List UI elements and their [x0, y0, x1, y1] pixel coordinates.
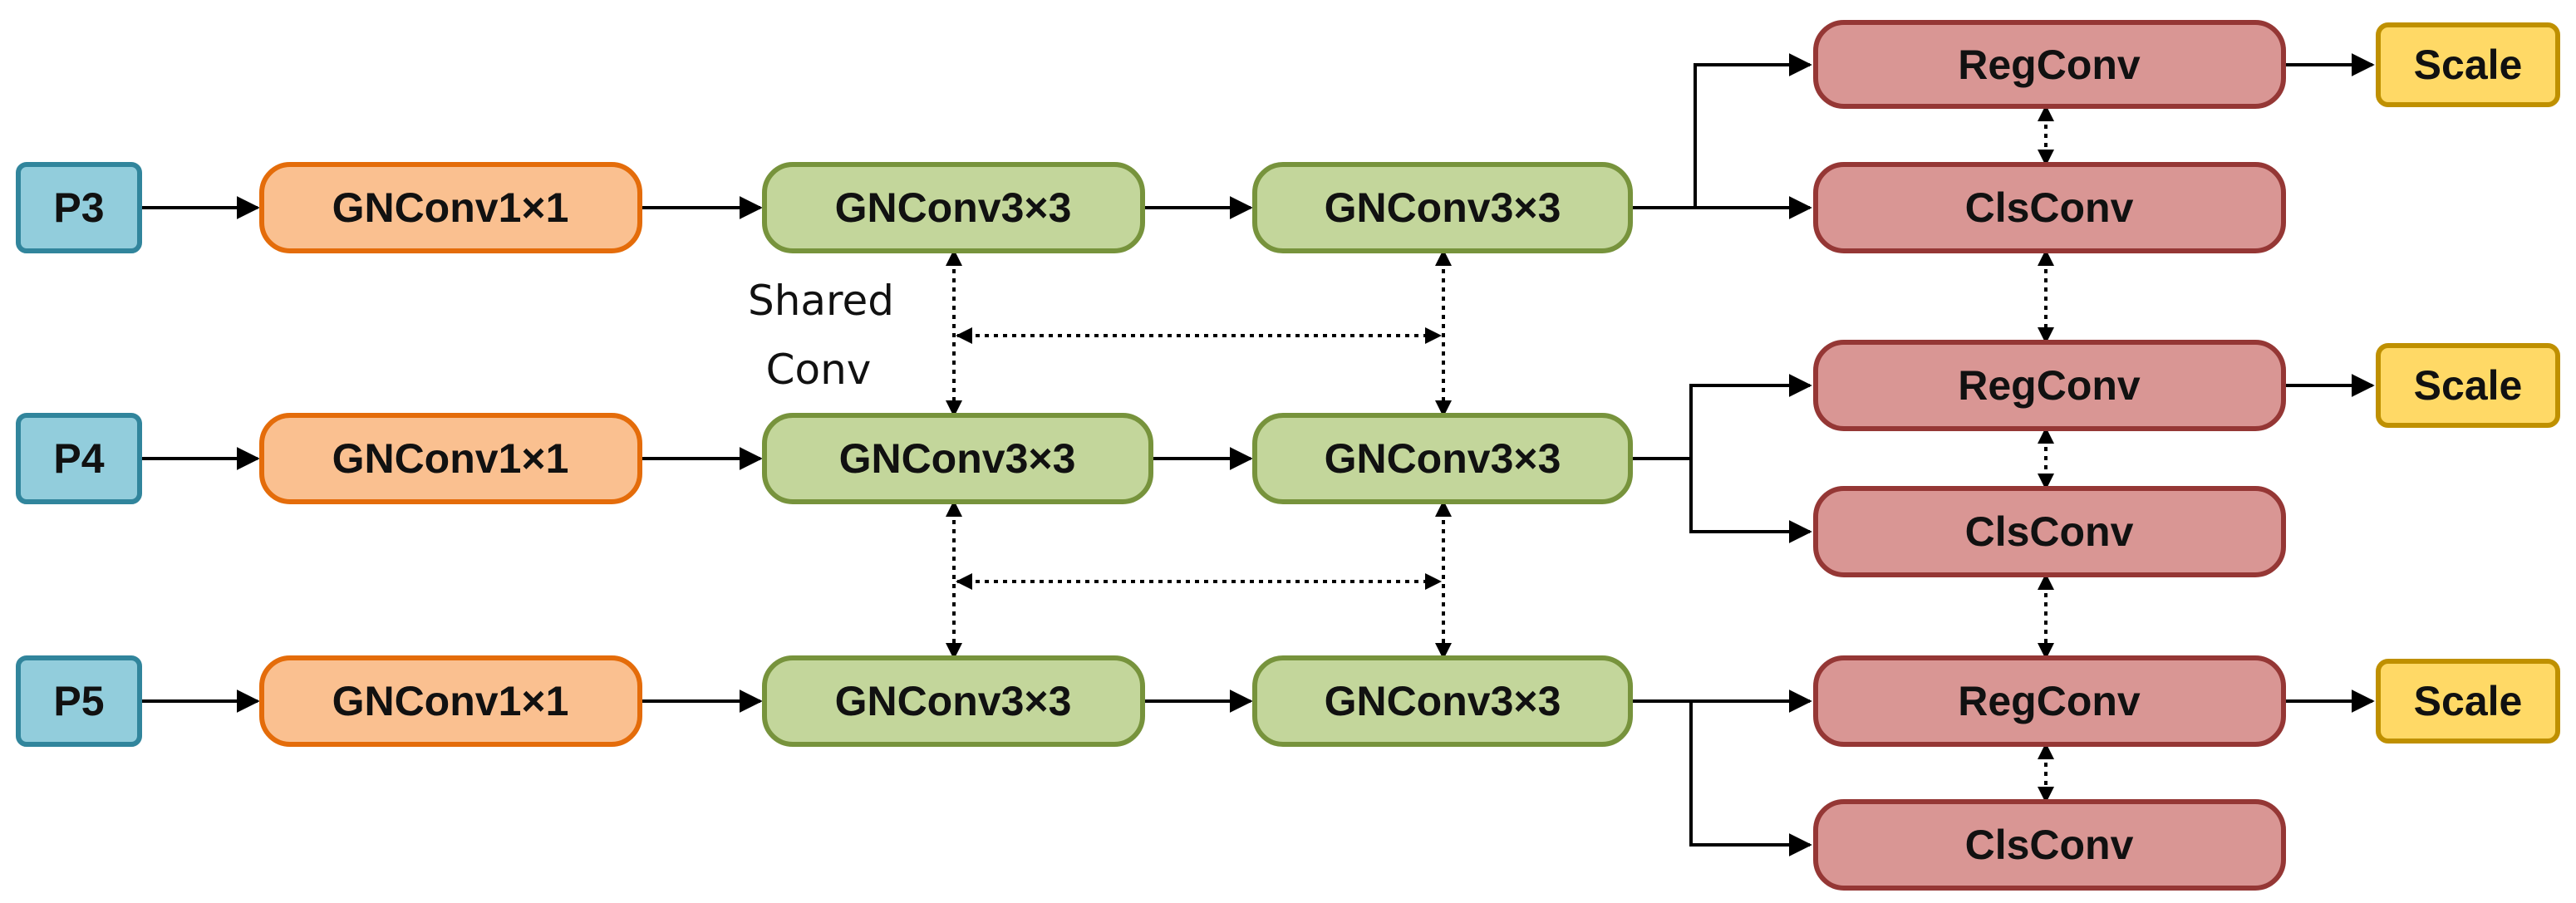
arrow-p5-to-clsconv — [1689, 701, 1812, 856]
regconv-p3-label: RegConv — [1958, 42, 2141, 88]
clsconv-p5-label: ClsConv — [1965, 822, 2134, 868]
shared-conv-line2: Conv — [766, 346, 872, 394]
regconv-p5-label: RegConv — [1958, 678, 2141, 724]
scale-p5-label: Scale — [2414, 678, 2523, 724]
regconv-p3: RegConv — [1813, 20, 2286, 109]
arrow-p4-to-regconv — [1630, 374, 1812, 460]
conv3x3-b-p3: GNConv3×3 — [1252, 162, 1633, 253]
conv3x3-b-p5-label: GNConv3×3 — [1325, 678, 1561, 724]
conv1x1-p3-label: GNConv1×1 — [332, 184, 569, 231]
conv3x3-a-p3-label: GNConv3×3 — [835, 184, 1072, 231]
input-p3-label: P3 — [53, 184, 104, 231]
conv3x3-a-p4: GNConv3×3 — [762, 413, 1153, 504]
conv1x1-p3: GNConv1×1 — [259, 162, 642, 253]
scale-p5: Scale — [2376, 659, 2560, 744]
input-p5-label: P5 — [53, 678, 104, 724]
regconv-p4: RegConv — [1813, 340, 2286, 431]
connectors — [140, 53, 2375, 856]
scale-p4-label: Scale — [2414, 362, 2523, 409]
scale-p3-label: Scale — [2414, 42, 2523, 88]
conv3x3-a-p5-label: GNConv3×3 — [835, 678, 1072, 724]
conv3x3-b-p3-label: GNConv3×3 — [1325, 184, 1561, 231]
conv3x3-b-p4: GNConv3×3 — [1252, 413, 1633, 504]
scale-p4: Scale — [2376, 343, 2560, 428]
clsconv-p4: ClsConv — [1813, 486, 2286, 577]
input-p4-label: P4 — [53, 435, 104, 482]
clsconv-p3: ClsConv — [1813, 162, 2286, 253]
input-p4: P4 — [16, 413, 142, 504]
conv3x3-b-p5: GNConv3×3 — [1252, 655, 1633, 747]
regconv-p4-label: RegConv — [1958, 362, 2141, 409]
clsconv-p4-label: ClsConv — [1965, 508, 2134, 555]
clsconv-p3-label: ClsConv — [1965, 184, 2134, 231]
clsconv-p5: ClsConv — [1813, 799, 2286, 891]
scale-p3: Scale — [2376, 22, 2560, 107]
arrow-p3-to-regconv — [1630, 53, 1812, 209]
conv1x1-p4-label: GNConv1×1 — [332, 435, 569, 482]
input-p3: P3 — [16, 162, 142, 253]
arrow-p4-to-clsconv — [1689, 459, 1812, 543]
conv3x3-b-p4-label: GNConv3×3 — [1325, 435, 1561, 482]
conv1x1-p5-label: GNConv1×1 — [332, 678, 569, 724]
conv1x1-p5: GNConv1×1 — [259, 655, 642, 747]
conv3x3-a-p3: GNConv3×3 — [762, 162, 1145, 253]
shared-conv-line1: Shared — [748, 277, 894, 325]
shared-conv-annotation: Shared Conv — [748, 277, 894, 394]
conv1x1-p4: GNConv1×1 — [259, 413, 642, 504]
regconv-p5: RegConv — [1813, 655, 2286, 747]
conv3x3-a-p4-label: GNConv3×3 — [839, 435, 1076, 482]
input-p5: P5 — [16, 655, 142, 747]
conv3x3-a-p5: GNConv3×3 — [762, 655, 1145, 747]
